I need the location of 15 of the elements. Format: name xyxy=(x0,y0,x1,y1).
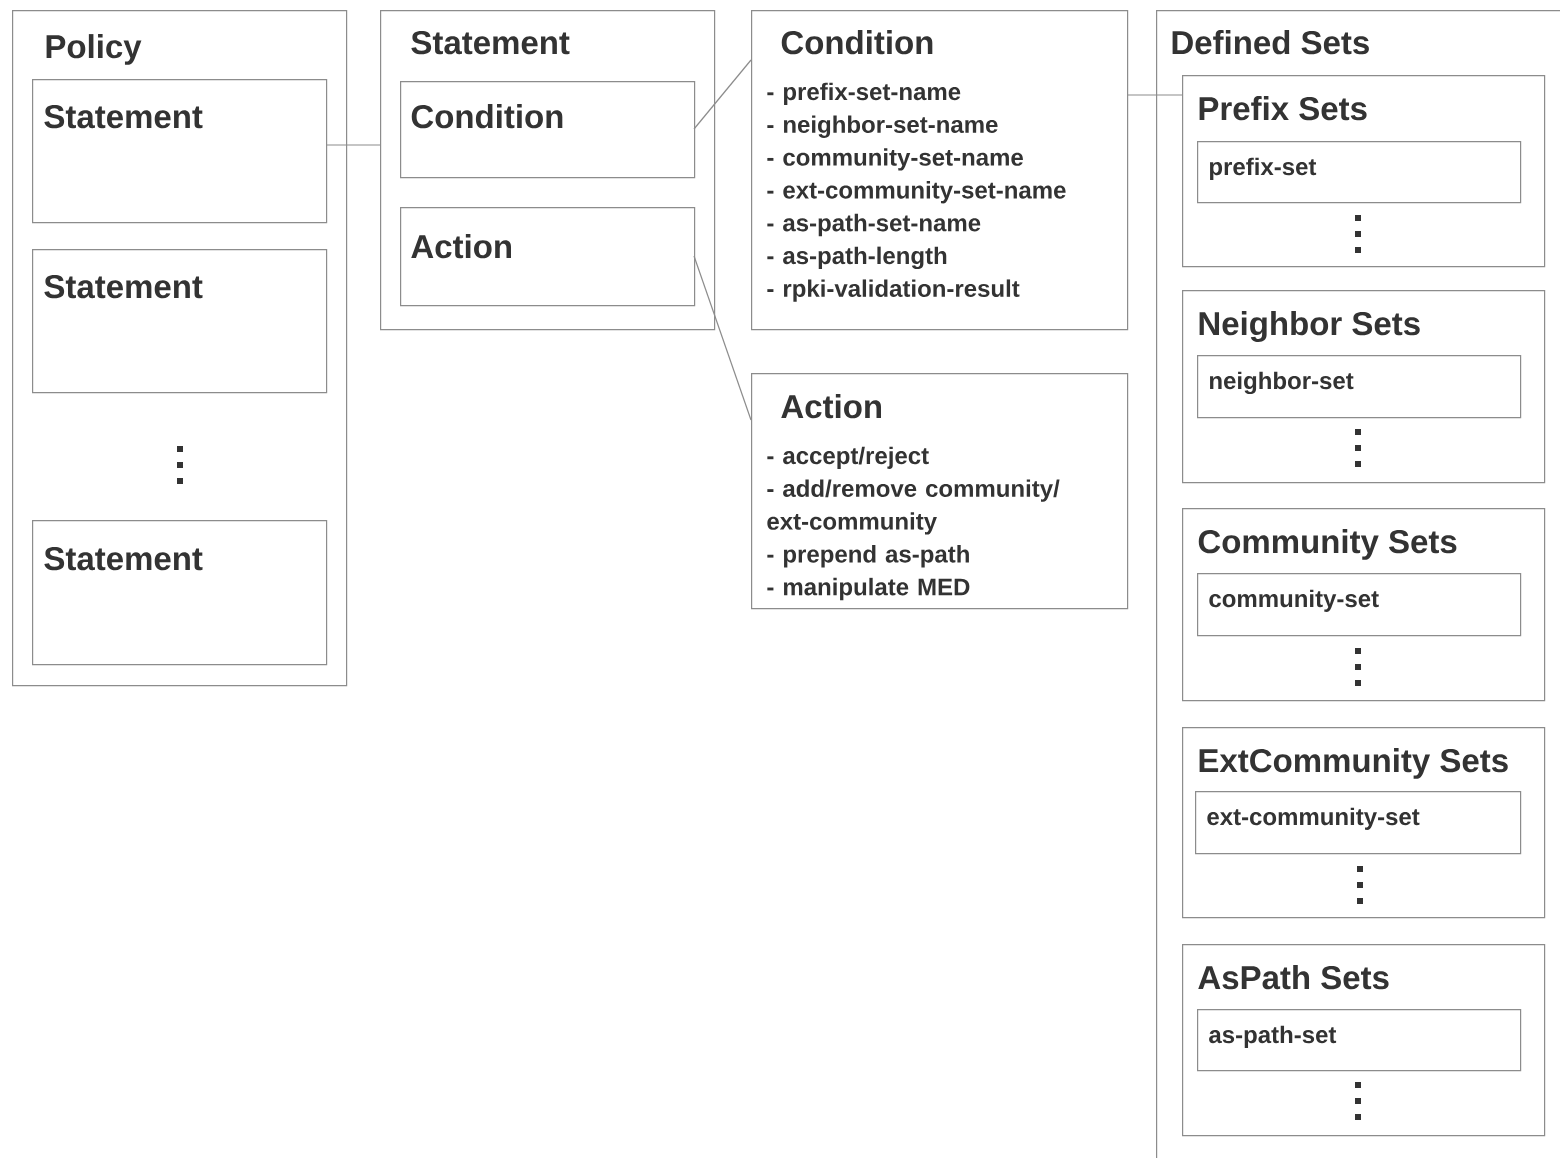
connector-line xyxy=(693,59,752,130)
element-box: Statement xyxy=(32,249,328,394)
connector-line xyxy=(325,144,381,146)
entry-box: community-set xyxy=(1197,573,1522,637)
entry-box: prefix-set xyxy=(1197,141,1522,204)
entry-box: neighbor-set xyxy=(1197,355,1522,419)
attribute-box: Condition - prefix-set-name - neighbor-set-name - community-set-name - ext-community-set-name - as-path-set-name - as-path-length - rpki-validation-result xyxy=(751,10,1129,331)
connector-line xyxy=(1126,94,1183,96)
element-box: Condition xyxy=(400,81,696,179)
element-box: Statement xyxy=(32,79,328,224)
element-box: Action xyxy=(400,207,696,307)
entry-box: ext-community-set xyxy=(1195,791,1522,855)
entry-box: as-path-set xyxy=(1197,1009,1522,1072)
element-box: Statement xyxy=(32,520,328,666)
attribute-box: Action - accept/reject - add/remove community/ ext-community - prepend as-path - manipulate MED xyxy=(751,373,1129,610)
